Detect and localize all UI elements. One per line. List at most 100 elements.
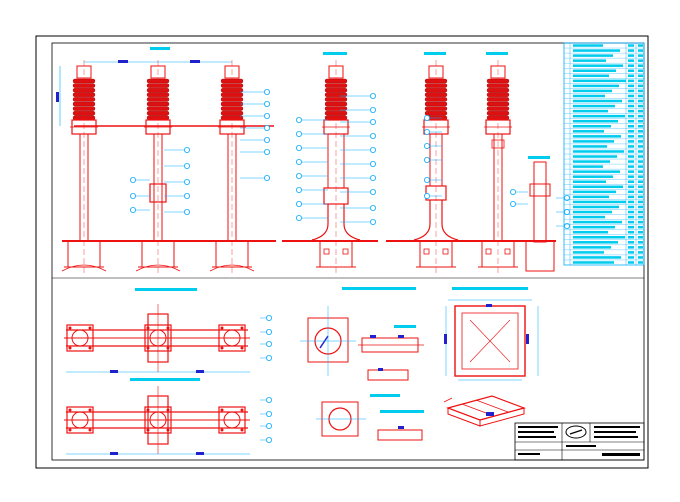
table-row-text [573, 49, 620, 52]
plan-bolt-hole [68, 326, 72, 330]
table-row-text [628, 64, 634, 67]
detail-title [342, 287, 416, 290]
table-row-text [638, 150, 643, 153]
table-row-text [573, 160, 610, 163]
callout-circle [295, 117, 302, 124]
table-row-text [573, 109, 608, 113]
table-row-text [573, 215, 605, 219]
plan-bolt-hole [240, 326, 244, 330]
table-row-text [628, 140, 634, 143]
callout-circle [263, 89, 270, 96]
table-row-text [638, 145, 643, 148]
table-row-text [628, 124, 634, 128]
view-title-label [323, 52, 347, 55]
anchor-bolt [485, 248, 492, 255]
support-legs [311, 204, 361, 241]
table-row-text [573, 235, 625, 239]
callout-circle [183, 162, 190, 169]
plan-pole-circle [223, 411, 241, 429]
table-row-text [628, 99, 634, 103]
table-row-text [573, 165, 603, 168]
table-row-text [573, 44, 603, 47]
table-row-text [638, 251, 643, 254]
table-row-text [638, 119, 643, 123]
callout-balloon [164, 208, 190, 215]
callout-balloon [423, 192, 442, 199]
table-row-text [638, 180, 643, 184]
callout-balloon [129, 176, 150, 183]
callout-balloon [164, 178, 190, 185]
callout-circle [509, 188, 516, 195]
table-row-text [628, 256, 634, 259]
callout-circle [263, 174, 270, 181]
callout-balloon [260, 422, 272, 429]
callout-circle [295, 186, 302, 193]
callout-balloon [240, 174, 270, 181]
table-row-text [628, 89, 634, 93]
callout-balloon [423, 128, 442, 135]
plan-bolt-hole [220, 408, 224, 412]
table-row-text [573, 210, 612, 214]
callout-balloon [556, 208, 571, 215]
table-row-text [638, 205, 643, 209]
callout-balloon [260, 314, 272, 321]
table-row-text [638, 195, 643, 199]
table-row-text [573, 89, 612, 93]
plan-dimension-text [110, 452, 118, 455]
callout-circle [423, 192, 430, 199]
table-row-text [638, 54, 643, 57]
table-row-text [638, 104, 643, 108]
table-row-text [628, 195, 634, 199]
table-row-text [628, 210, 634, 214]
table-row-text [573, 200, 626, 204]
callout-balloon [340, 204, 376, 211]
table-row-text [573, 94, 605, 98]
table-row-text [573, 185, 623, 189]
table-row-text [628, 205, 634, 209]
callout-circle [564, 208, 571, 215]
table-row-text [638, 170, 643, 173]
callout-balloon [340, 174, 376, 181]
table-row-text [628, 180, 634, 184]
callout-circle [423, 156, 430, 163]
table-row-text [628, 74, 634, 78]
callout-circle [263, 136, 270, 143]
callout-balloon [164, 146, 190, 153]
table-row-text [638, 190, 643, 194]
callout-circle [423, 128, 430, 135]
plan-bolt-hole [240, 408, 244, 412]
callout-balloon [260, 410, 272, 417]
pole-elevation-views [56, 47, 571, 443]
mechanism-box [149, 183, 167, 203]
plan-bolt-hole [220, 346, 224, 350]
table-row-text [573, 104, 615, 108]
table-row-text [628, 185, 634, 189]
table-row-text [573, 135, 621, 138]
table-row-text [638, 94, 643, 98]
pole-4 [311, 60, 361, 275]
table-row-text [573, 54, 613, 57]
table-row-text [628, 246, 634, 249]
side-detail-view [520, 161, 556, 272]
table-row-text [573, 140, 614, 143]
table-row-text [638, 124, 643, 128]
callout-balloon [509, 188, 528, 195]
title-block [514, 422, 645, 461]
callout-balloon [295, 186, 328, 193]
dimension-text [190, 60, 200, 63]
table-row-text [638, 89, 643, 93]
dimension-text [56, 92, 59, 102]
table-row-text [638, 246, 643, 249]
callout-circle [265, 354, 272, 361]
table-row-text [573, 220, 622, 224]
table-row-text [628, 190, 634, 194]
table-row-text [628, 170, 634, 173]
anchor-curve [209, 264, 255, 272]
table-row-text [628, 175, 634, 178]
pole-3 [209, 60, 255, 275]
callout-circle [369, 204, 376, 211]
callout-balloon [129, 206, 150, 213]
callout-circle [129, 176, 136, 183]
table-row-text [628, 200, 634, 204]
callout-balloon [240, 89, 270, 96]
